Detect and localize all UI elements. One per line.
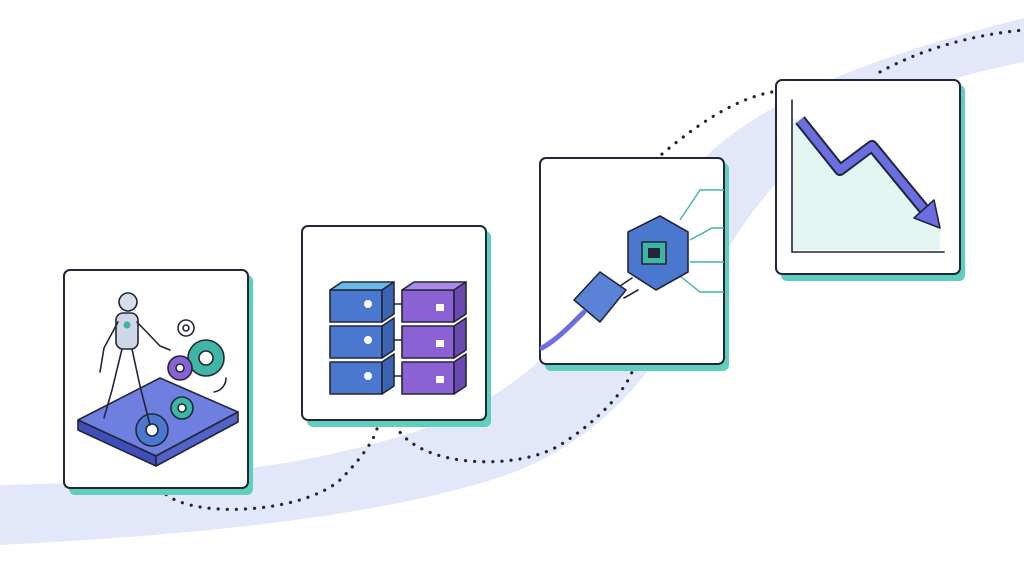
step-card-connector [539, 157, 729, 371]
step-card-decline [775, 79, 965, 281]
step-card-robot [63, 269, 253, 495]
robot-with-gears-icon [77, 292, 239, 467]
background-band [0, 18, 1024, 545]
step-card-data-blocks [301, 225, 491, 427]
locked-data-blocks-icon [329, 281, 467, 395]
declining-chart-icon [791, 99, 945, 253]
unplugged-connector-icon [539, 189, 724, 351]
